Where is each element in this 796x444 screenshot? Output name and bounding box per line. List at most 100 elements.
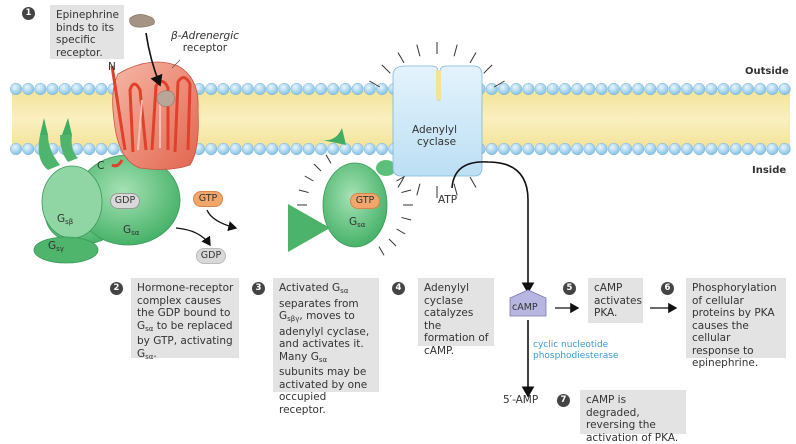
atp-to-camp-arrow	[451, 161, 535, 294]
gs-gamma-label: Gsγ	[48, 240, 64, 253]
lipid-head	[522, 142, 535, 156]
lipid-head	[58, 82, 71, 96]
lipid-head	[522, 82, 535, 96]
lipid-head	[607, 82, 620, 96]
lipid-head	[205, 82, 218, 96]
lipid-head	[705, 142, 718, 156]
step-3-sub-c: sα	[318, 355, 328, 364]
g-protein-heterotrimer	[33, 118, 181, 264]
step-3-sub-b: sβγ	[287, 315, 300, 323]
lipid-head	[766, 142, 779, 156]
lipid-head	[83, 82, 96, 96]
camp-label: cAMP	[512, 302, 538, 313]
lipid-head	[290, 82, 303, 96]
gtp-free-pill: GTP	[193, 191, 223, 207]
lipid-head	[217, 142, 230, 156]
lipid-head	[644, 82, 657, 96]
lipid-head	[241, 142, 254, 156]
lipid-head	[546, 142, 559, 156]
lipid-head	[497, 82, 511, 96]
lipid-head	[571, 142, 584, 156]
gs-alpha-active-g: G	[349, 216, 358, 228]
step-3-text-b: separates from G	[279, 297, 359, 323]
n-terminus-label: N	[108, 61, 116, 73]
lipid-head	[34, 82, 47, 96]
lipid-head	[656, 142, 669, 156]
lipid-head	[741, 142, 755, 156]
step-2-note: Hormone-receptor complex causes the GDP …	[131, 278, 239, 361]
step-6-note: Phosphorylation of cellular proteins by …	[686, 278, 786, 369]
step-7-note: cAMP is degraded, reversing the activati…	[580, 390, 686, 444]
lipid-head	[668, 82, 681, 96]
lipid-head	[314, 142, 328, 156]
lipid-head	[241, 82, 254, 96]
beta-adrenergic-receptor	[110, 61, 199, 170]
lipid-head	[485, 142, 498, 156]
step-7-badge: 7	[557, 394, 570, 407]
pde-label-line2: phosphodiesterase	[533, 351, 619, 361]
lipid-head	[619, 82, 633, 96]
activation-ray	[304, 175, 314, 182]
lipid-head	[510, 142, 523, 156]
lipid-head	[583, 142, 596, 156]
ac-label-line2: cyclase	[417, 136, 457, 148]
step-2-badge: 2	[110, 282, 123, 295]
gtp-in-arrow	[206, 209, 238, 232]
lipid-head	[632, 142, 645, 156]
lipid-head	[741, 82, 755, 96]
epinephrine-molecule	[129, 14, 155, 28]
lipid-head	[680, 142, 694, 156]
lipid-head	[205, 142, 218, 156]
lipid-head	[107, 142, 120, 156]
gs-alpha-active-label: Gsα	[349, 216, 365, 229]
pde-label-line1: cyclic nucleotide	[533, 340, 609, 350]
step-3-note: Activated Gsα separates from Gsβγ, moves…	[273, 278, 379, 416]
step-1-note: Epinephrine binds to its specific recept…	[50, 5, 124, 59]
activation-ray	[388, 238, 397, 247]
lipid-head	[583, 82, 596, 96]
lipid-head	[375, 142, 389, 156]
step-3-text-a: Activated G	[279, 282, 341, 294]
step-5-badge: 5	[563, 282, 576, 295]
lipid-head	[497, 142, 511, 156]
activation-ray	[298, 189, 309, 194]
lipid-head	[327, 82, 340, 96]
activation-ray	[416, 183, 421, 196]
activation-ray	[493, 80, 505, 88]
activation-ray	[397, 176, 405, 188]
step-3-text-d: subunits may be activated by one occupie…	[279, 366, 368, 416]
step-2-sub-a: sα	[145, 324, 154, 333]
lipid-head	[754, 82, 767, 96]
atp-label: ATP	[438, 194, 458, 206]
step-4-badge: 4	[392, 282, 405, 295]
lipid-head	[95, 142, 108, 156]
gs-beta-sub: sβ	[65, 218, 74, 226]
activation-ray	[396, 228, 406, 235]
lipid-head	[351, 82, 364, 96]
activation-ray	[469, 176, 477, 188]
activation-ray	[325, 154, 332, 164]
step-5-note: cAMP activates PKA.	[588, 278, 643, 323]
gs-alpha-sub: sα	[131, 229, 140, 237]
gs-alpha-label: Gsα	[123, 224, 139, 237]
activation-ray	[381, 64, 391, 74]
lipid-head	[571, 82, 584, 96]
lipid-head	[558, 82, 572, 96]
activation-ray	[369, 80, 381, 88]
lipid-head	[680, 82, 694, 96]
lipid-head	[644, 142, 657, 156]
lipid-head	[266, 142, 279, 156]
five-amp-label: 5′-AMP	[503, 394, 539, 406]
lipid-head	[595, 142, 608, 156]
gtp-bound-pill: GTP	[350, 193, 380, 209]
lipid-head	[766, 82, 779, 96]
adenylyl-cyclase-label: Adenylyl cyclase	[412, 124, 457, 148]
lipid-head	[302, 82, 315, 96]
lipid-head	[339, 82, 352, 96]
step-3-badge: 3	[252, 282, 265, 295]
receptor-label-line1: β-Adrenergic	[171, 30, 239, 42]
activation-ray	[378, 246, 385, 256]
lipid-head	[229, 142, 242, 156]
lipid-head	[595, 82, 608, 96]
